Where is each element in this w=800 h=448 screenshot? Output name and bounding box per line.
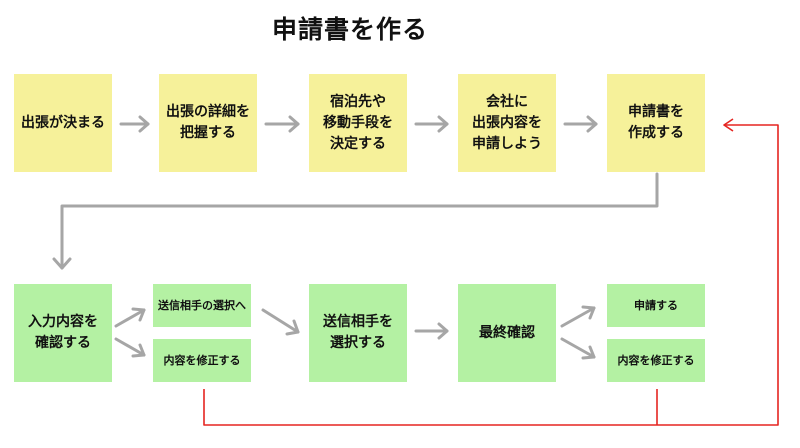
- page-title: 申請書を作る: [272, 15, 429, 44]
- loop-back-arrow-icon: [203, 118, 779, 426]
- option-fix-content-final: 内容を修正する: [607, 339, 705, 382]
- step-apply-trip: 会社に 出張内容を 申請しよう: [458, 74, 556, 172]
- step-grasp-details: 出張の詳細を 把握する: [159, 74, 257, 172]
- step-label: 出張が決まる: [21, 114, 105, 131]
- arrow-up-right-icon: [114, 307, 146, 328]
- option-label: 送信相手の選択へ: [158, 298, 246, 312]
- arrow-down-connector-icon: [52, 172, 659, 270]
- step-decide-lodging-transport: 宿泊先や 移動手段を 決定する: [309, 74, 407, 172]
- step-final-check: 最終確認: [458, 284, 556, 382]
- step-trip-decided: 出張が決まる: [14, 74, 112, 172]
- option-label: 内容を修正する: [617, 353, 695, 367]
- step-label: 送信相手を 選択する: [323, 314, 393, 351]
- option-submit: 申請する: [607, 284, 705, 327]
- step-label: 宿泊先や 移動手段を 決定する: [323, 93, 393, 152]
- arrow-up-right-icon: [560, 305, 596, 328]
- step-create-application: 申請書を 作成する: [607, 74, 705, 172]
- arrow-down-right-icon: [114, 337, 146, 358]
- arrow-down-right-icon: [261, 308, 300, 336]
- option-to-select-recipient: 送信相手の選択へ: [153, 284, 251, 327]
- arrow-down-right-icon: [560, 337, 596, 360]
- arrow-right-icon: [414, 115, 449, 133]
- arrow-right-icon: [264, 115, 300, 133]
- arrow-right-icon: [563, 115, 598, 133]
- step-check-input: 入力内容を 確認する: [14, 284, 112, 382]
- option-label: 内容を修正する: [163, 353, 241, 367]
- step-select-recipient: 送信相手を 選択する: [309, 284, 407, 382]
- step-label: 入力内容を 確認する: [28, 314, 98, 351]
- step-label: 最終確認: [479, 324, 535, 341]
- step-label: 会社に 出張内容を 申請しよう: [472, 93, 542, 152]
- step-label: 申請書を 作成する: [628, 104, 684, 141]
- option-fix-content: 内容を修正する: [153, 339, 251, 382]
- step-label: 出張の詳細を 把握する: [166, 104, 250, 141]
- arrow-right-icon: [414, 322, 449, 340]
- option-label: 申請する: [634, 298, 678, 312]
- arrow-right-icon: [119, 115, 150, 133]
